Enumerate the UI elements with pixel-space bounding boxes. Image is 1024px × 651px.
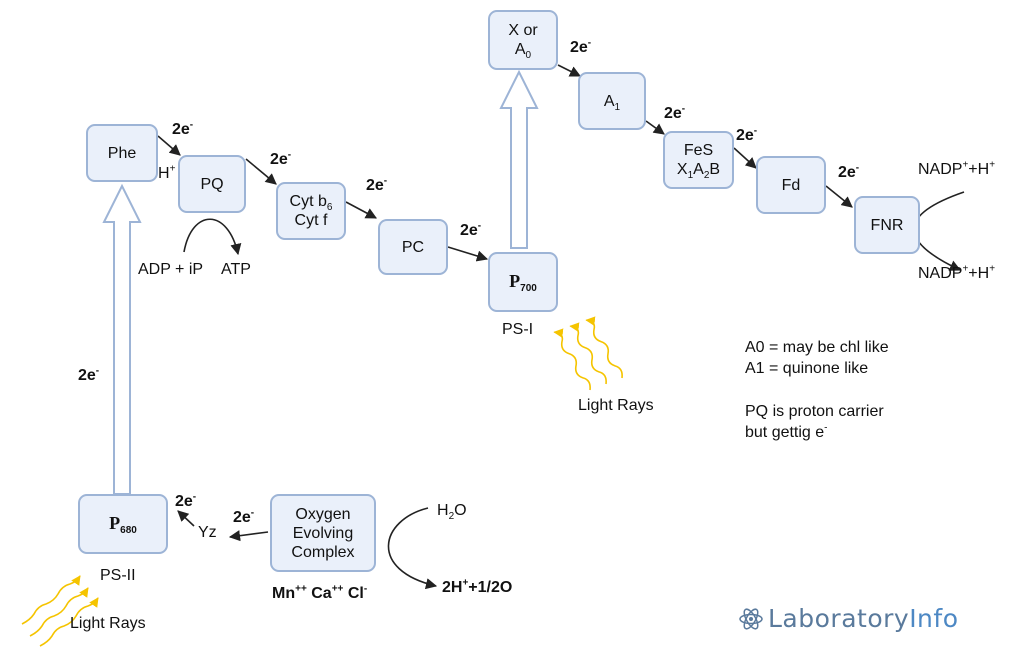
arrow-nadp-reduction xyxy=(913,191,965,271)
h-plus-label: H+ xyxy=(158,163,176,182)
note-pq-line2: but gettig e- xyxy=(745,422,828,441)
atom-icon xyxy=(739,607,763,630)
x-a0-label: X or A0 xyxy=(508,22,538,62)
arrow-pq-to-cyt xyxy=(245,158,277,185)
fnr-box: FNR xyxy=(854,196,920,254)
electron-label-yz-p680: 2e- xyxy=(175,491,197,510)
arrow-phe-to-pq xyxy=(157,135,181,156)
light-rays-ps1-label: Light Rays xyxy=(578,397,654,414)
a1-label: A1 xyxy=(603,92,621,113)
arrow-adp-to-atp xyxy=(183,218,242,256)
yz-label: Yz xyxy=(198,524,217,541)
arrow-x-to-a1 xyxy=(557,64,582,77)
atp-label: ATP xyxy=(221,261,251,278)
electron-label-oec-yz: 2e- xyxy=(233,507,255,526)
nadp-top-label: NADP++H+ xyxy=(918,159,996,178)
arrow-yz-to-p680 xyxy=(177,510,195,527)
ps1-label: PS-I xyxy=(502,321,534,338)
fes-label: FeS X1A2B xyxy=(676,142,721,182)
p680-label: P680 xyxy=(109,513,137,537)
x-a0-box: X or A0 xyxy=(488,10,558,70)
electron-label-a1-fes: 2e- xyxy=(664,103,686,122)
cofactors-label: Mn++ Ca++ Cl- xyxy=(272,583,368,602)
p700-label: P700 xyxy=(509,271,537,295)
phe-box: Phe xyxy=(86,124,158,182)
laboratoryinfo-logo: LaboratoryInfo xyxy=(738,604,959,633)
a1-box: A1 xyxy=(578,72,646,130)
fnr-label: FNR xyxy=(870,216,904,234)
p680-box: P680 xyxy=(78,494,168,554)
note-a0: A0 = may be chl like xyxy=(745,339,889,356)
arrow-a1-to-fes xyxy=(645,120,665,135)
light-rays-ps1 xyxy=(553,316,623,391)
water-label: H2O xyxy=(437,502,467,523)
arrow-fd-to-fnr xyxy=(825,185,853,208)
cyt-label: Cyt b6 Cyt f xyxy=(289,193,333,229)
pc-label: PC xyxy=(401,238,425,256)
logo-text: LaboratoryInfo xyxy=(768,604,959,633)
light-rays-ps2-label: Light Rays xyxy=(70,615,146,632)
adp-ip-label: ADP + iP xyxy=(138,261,204,278)
electron-label-cyt-pc: 2e- xyxy=(366,175,388,194)
electron-label-phe-pq: 2e- xyxy=(172,119,194,138)
electron-label-fes-fd: 2e- xyxy=(736,125,758,144)
pc-box: PC xyxy=(378,219,448,275)
arrow-fes-to-fd xyxy=(733,147,757,169)
electron-label-x-a1: 2e- xyxy=(570,37,592,56)
note-a1: A1 = quinone like xyxy=(745,360,869,377)
pq-label: PQ xyxy=(200,175,224,193)
light-rays-ps2 xyxy=(21,575,99,647)
electron-label-excitation: 2e- xyxy=(78,365,100,384)
water-products-label: 2H++1/2O xyxy=(442,577,513,596)
note-pq-line1: PQ is proton carrier xyxy=(745,403,884,420)
pq-box: PQ xyxy=(178,155,246,213)
arrow-water-split xyxy=(387,507,438,590)
fd-box: Fd xyxy=(756,156,826,214)
electron-label-pc-p700: 2e- xyxy=(460,220,482,239)
excitation-arrow-ps2 xyxy=(102,183,142,495)
excitation-arrow-ps1 xyxy=(499,69,539,249)
electron-label-fd-fnr: 2e- xyxy=(838,162,860,181)
oxygen-evolving-complex-box: Oxygen Evolving Complex xyxy=(270,494,376,572)
arrow-pc-to-p700 xyxy=(447,246,489,262)
arrow-oec-to-yz xyxy=(228,530,269,542)
ps2-label: PS-II xyxy=(100,567,136,584)
electron-label-pq-cyt: 2e- xyxy=(270,149,292,168)
fes-box: FeS X1A2B xyxy=(663,131,734,189)
phe-label: Phe xyxy=(107,144,137,162)
p700-box: P700 xyxy=(488,252,558,312)
oec-label: Oxygen Evolving Complex xyxy=(291,505,355,561)
fd-label: Fd xyxy=(781,176,801,194)
nadp-bottom-label: NADP++H+ xyxy=(918,263,996,282)
cyt-box: Cyt b6 Cyt f xyxy=(276,182,346,240)
arrow-cyt-to-pc xyxy=(345,201,377,219)
